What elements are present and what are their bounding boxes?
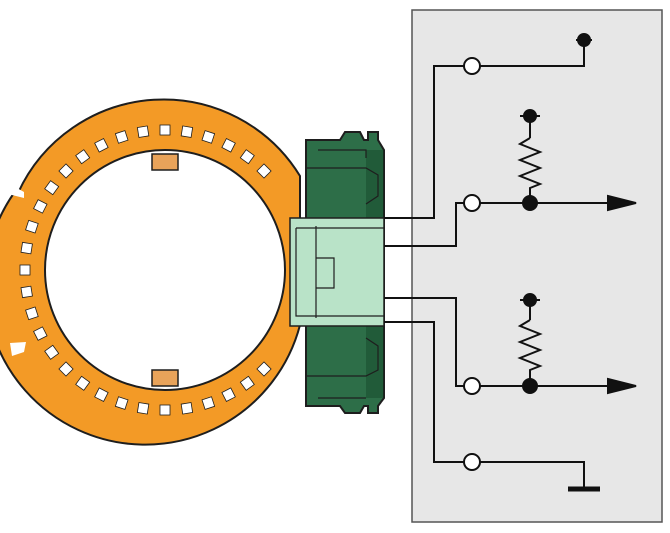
ring-slot	[33, 199, 48, 214]
ring-slot	[201, 396, 216, 410]
ring-slot	[20, 241, 33, 255]
resistor-a	[517, 137, 543, 203]
ring-slot	[58, 163, 74, 179]
ring-slot	[159, 404, 171, 416]
resistor-b	[517, 319, 543, 386]
wire-output-b	[384, 297, 465, 387]
ring-slot	[44, 180, 60, 196]
ring-slot	[180, 402, 194, 415]
ring-slot	[20, 285, 33, 299]
ring-slot	[136, 125, 150, 138]
ring-slot	[239, 375, 255, 391]
ring-notch-top	[8, 183, 24, 198]
ring-slot	[221, 387, 236, 402]
ring-body	[0, 98, 301, 446]
ring-slot	[75, 375, 91, 391]
circuit-panel	[411, 9, 663, 523]
ring-slot	[25, 306, 39, 321]
connector-ridge-bottom	[306, 337, 379, 399]
ring-slot	[58, 361, 74, 377]
terminal-output-b	[463, 377, 481, 395]
ring-slot	[114, 130, 129, 144]
output-b-arrow	[607, 377, 637, 395]
ring-slots	[19, 124, 272, 416]
ring-slot	[25, 219, 39, 234]
ring-slot	[201, 130, 216, 144]
sensor-connector	[289, 131, 385, 414]
output-a-arrow	[607, 194, 637, 212]
output-b-node	[522, 378, 538, 394]
wire-output-a	[384, 202, 465, 247]
ring-slot	[75, 149, 91, 165]
output-a-node	[522, 195, 538, 211]
connector-ridge-top	[306, 149, 379, 205]
terminal-ground	[463, 453, 481, 471]
encoder-ring	[0, 98, 301, 446]
ring-slot	[256, 163, 272, 179]
ring-slot	[221, 138, 236, 153]
ring-tab-bottom	[151, 369, 179, 387]
ring-slot	[239, 149, 255, 165]
signal-wires	[384, 65, 465, 463]
ring-tab-top	[151, 153, 179, 171]
circuit	[463, 33, 637, 492]
ring-slot	[114, 396, 129, 410]
ring-slot	[159, 124, 171, 136]
ring-slot	[94, 387, 109, 402]
resistor-b-top-node	[523, 293, 537, 307]
resistor-a-top-node	[523, 109, 537, 123]
terminal-output-a	[463, 194, 481, 212]
terminal-supply	[463, 57, 481, 75]
connector-face-divider	[295, 226, 384, 318]
supply-lead	[480, 40, 585, 67]
ring-slot	[94, 138, 109, 153]
supply-node	[577, 33, 591, 47]
ring-slot	[256, 361, 272, 377]
ring-slot	[33, 326, 48, 341]
ring-slot	[180, 125, 194, 138]
wire-supply	[384, 65, 465, 219]
ring-notch-bottom	[10, 342, 26, 356]
connector-face	[289, 217, 385, 327]
ground-lead	[480, 461, 585, 489]
ring-slot	[44, 344, 60, 360]
ring-slot	[136, 402, 150, 415]
wire-ground	[384, 321, 465, 463]
ring-slot	[19, 264, 31, 276]
